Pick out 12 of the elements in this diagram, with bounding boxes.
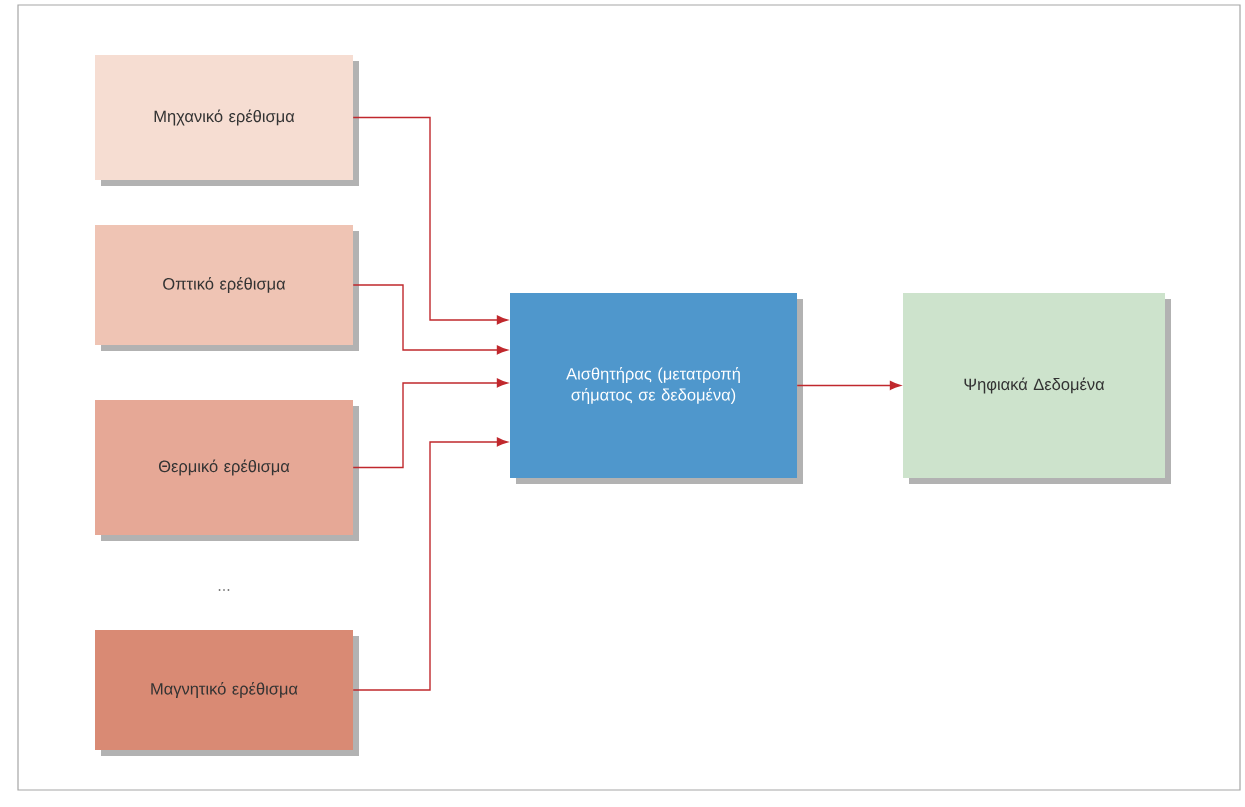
arrow [352, 437, 508, 691]
process-box: Μηχανικό ερέθισμα [95, 55, 359, 186]
process-box: Ψηφιακά Δεδομένα [903, 293, 1171, 484]
arrow [352, 116, 508, 325]
arrow [796, 381, 901, 390]
arrow [352, 284, 508, 355]
process-box: Μαγνητικό ερέθισμα [95, 630, 359, 756]
process-box: Οπτικό ερέθισμα [95, 225, 359, 351]
process-box: Αισθητήρας (μετατροπή σήματος σε δεδομένα) [510, 293, 803, 484]
arrow [352, 378, 508, 469]
process-box: Θερμικό ερέθισμα [95, 400, 359, 541]
ellipsis-label: ... [218, 589, 230, 591]
